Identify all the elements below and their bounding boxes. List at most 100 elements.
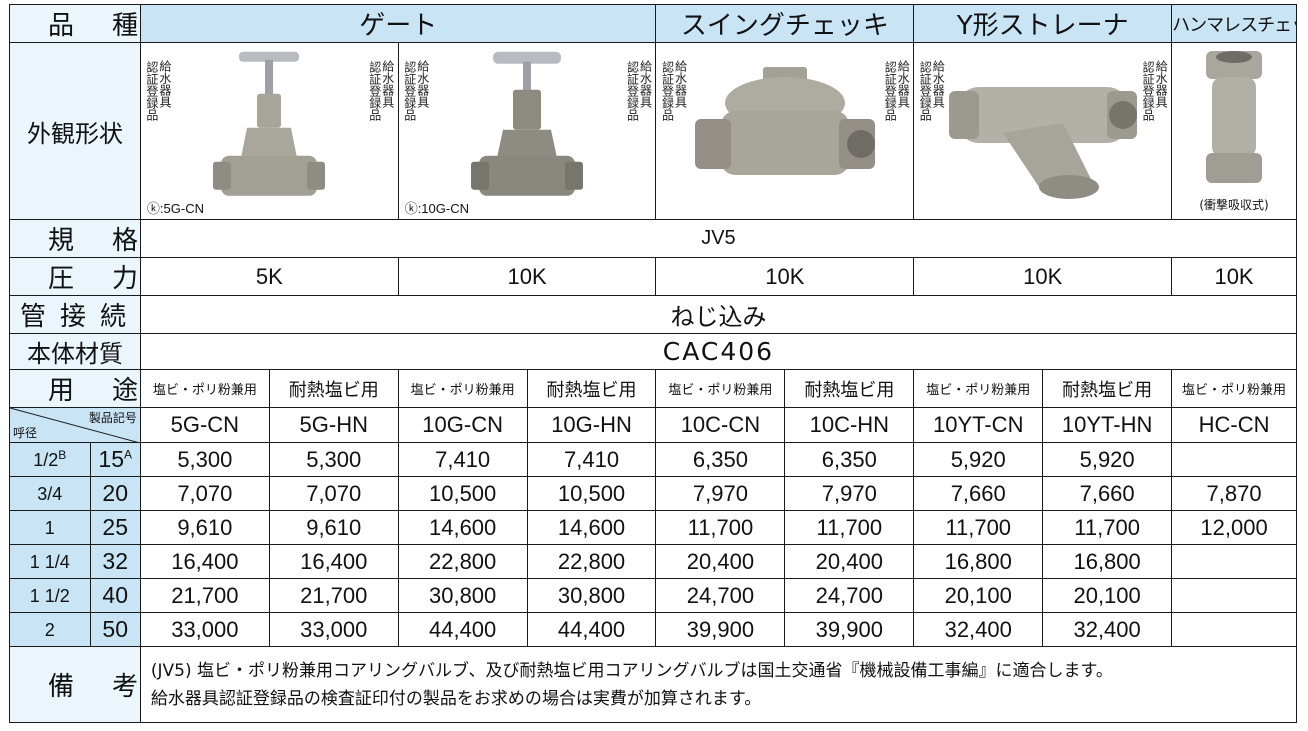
price-cell: 20,400 xyxy=(655,544,786,579)
valve-spec-table-wrapper: 品種 ゲート スイングチェッキ Y形ストレーナ ハンマレスチェッキ 外観形状 給… xyxy=(9,4,1298,723)
size-mm: 15A xyxy=(89,442,141,477)
price-cell: 21,700 xyxy=(268,578,399,613)
usage-cell: 塩ビ・ポリ粉兼用 xyxy=(1171,369,1297,408)
product-code: 10C-HN xyxy=(784,407,915,443)
pressure-gate-5k: 5K xyxy=(139,257,399,296)
size-inch: 1 1/2 xyxy=(9,578,91,613)
price-cell xyxy=(1171,578,1297,613)
price-cell: 20,100 xyxy=(913,578,1044,613)
price-cell: 10,500 xyxy=(526,476,657,511)
remarks-text: (JV5) 塩ビ・ポリ粉兼用コアリングバルブ、及び耐熱塩ビ用コアリングバルブは国… xyxy=(139,646,1298,723)
price-row: 3/4 20 7,070 7,070 10,500 10,500 7,970 7… xyxy=(9,476,1297,511)
kind-label: 品種 xyxy=(9,4,141,43)
usage-cell: 耐熱塩ビ用 xyxy=(268,369,399,408)
kind-hammerless-check: ハンマレスチェッキ xyxy=(1171,4,1297,43)
pressure-row: 圧力 5K 10K 10K 10K 10K xyxy=(9,257,1297,296)
price-cell: 22,800 xyxy=(397,544,528,579)
price-cell: 7,410 xyxy=(397,442,528,477)
gate-5k-model-note: ⓚ:5G-CN xyxy=(146,201,204,216)
product-code: 10YT-CN xyxy=(913,407,1044,443)
remarks-line-1: (JV5) 塩ビ・ポリ粉兼用コアリングバルブ、及び耐熱塩ビ用コアリングバルブは国… xyxy=(150,660,1113,681)
size-inch: 2 xyxy=(9,612,91,647)
cert-label-left: 給水器具認証登録品 xyxy=(918,60,946,121)
size-inch: 1 1/4 xyxy=(9,544,91,579)
usage-row: 用途 塩ビ・ポリ粉兼用 耐熱塩ビ用 塩ビ・ポリ粉兼用 耐熱塩ビ用 塩ビ・ポリ粉兼… xyxy=(9,369,1297,408)
pressure-y-strainer: 10K xyxy=(913,257,1173,296)
price-cell: 11,700 xyxy=(784,510,915,545)
cert-label-left: 給水器具認証登録品 xyxy=(402,60,430,121)
nominal-label: 呼径 xyxy=(13,426,38,440)
usage-cell: 耐熱塩ビ用 xyxy=(784,369,915,408)
price-cell: 16,800 xyxy=(1042,544,1173,579)
price-row: 1/2B 15A 5,300 5,300 7,410 7,410 6,350 6… xyxy=(9,442,1297,477)
price-row: 1 1/4 32 16,400 16,400 22,800 22,800 20,… xyxy=(9,544,1297,579)
gate-10k-model-note: ⓚ:10G-CN xyxy=(404,201,469,216)
usage-cell: 塩ビ・ポリ粉兼用 xyxy=(913,369,1044,408)
price-cell: 44,400 xyxy=(526,612,657,647)
usage-cell: 塩ビ・ポリ粉兼用 xyxy=(397,369,528,408)
hammerless-check-image-cell: (衝撃吸収式) xyxy=(1171,42,1297,220)
product-code: 5G-CN xyxy=(139,407,270,443)
price-cell: 24,700 xyxy=(784,578,915,613)
standard-value: JV5 xyxy=(139,219,1298,258)
price-cell xyxy=(1171,442,1297,477)
product-code-row: 製品記号 呼径 5G-CN 5G-HN 10G-CN 10G-HN 10C-CN… xyxy=(9,407,1297,443)
price-cell: 33,000 xyxy=(268,612,399,647)
usage-label: 用途 xyxy=(9,369,141,408)
price-cell: 14,600 xyxy=(526,510,657,545)
price-cell: 11,700 xyxy=(1042,510,1173,545)
product-code: 5G-HN xyxy=(268,407,399,443)
price-cell: 30,800 xyxy=(397,578,528,613)
cert-label-right: 給水器具認証登録品 xyxy=(367,60,395,121)
standard-label: 規格 xyxy=(9,219,141,258)
connection-value: ねじ込み xyxy=(139,295,1298,334)
price-cell: 12,000 xyxy=(1171,510,1297,545)
size-mm: 50 xyxy=(89,612,141,647)
price-cell: 32,400 xyxy=(913,612,1044,647)
gate-valve-5k-image xyxy=(213,51,326,196)
size-inch: 3/4 xyxy=(9,476,91,511)
appearance-row: 外観形状 給水器具認証登録品 給水器具認証登録品 ⓚ:5G-CN 給水器具認証登… xyxy=(9,42,1297,220)
price-cell: 33,000 xyxy=(139,612,270,647)
remarks-label: 備考 xyxy=(9,646,141,723)
price-cell: 24,700 xyxy=(655,578,786,613)
price-cell: 22,800 xyxy=(526,544,657,579)
size-mm: 40 xyxy=(89,578,141,613)
size-inch: 1 xyxy=(9,510,91,545)
remarks-row: 備考 (JV5) 塩ビ・ポリ粉兼用コアリングバルブ、及び耐熱塩ビ用コアリングバル… xyxy=(9,646,1298,723)
connection-label: 管接続 xyxy=(9,295,141,334)
connection-row: 管接続 ねじ込み xyxy=(9,295,1298,334)
price-cell: 21,700 xyxy=(139,578,270,613)
hammerless-check-valve-image xyxy=(1206,51,1263,183)
price-cell: 5,300 xyxy=(268,442,399,477)
kind-row: 品種 ゲート スイングチェッキ Y形ストレーナ ハンマレスチェッキ xyxy=(9,4,1297,43)
price-cell: 5,300 xyxy=(139,442,270,477)
product-code: 10YT-HN xyxy=(1042,407,1173,443)
price-row: 2 50 33,000 33,000 44,400 44,400 39,900 … xyxy=(9,612,1297,647)
kind-gate: ゲート xyxy=(139,4,657,43)
kind-y-strainer: Y形ストレーナ xyxy=(913,4,1173,43)
diagonal-divider xyxy=(10,408,137,442)
price-cell: 39,900 xyxy=(655,612,786,647)
price-cell: 7,070 xyxy=(139,476,270,511)
cert-label-right: 給水器具認証登録品 xyxy=(883,60,911,121)
price-cell: 7,970 xyxy=(655,476,786,511)
gate-valve-10k-image xyxy=(471,51,584,196)
usage-cell: 耐熱塩ビ用 xyxy=(526,369,657,408)
pressure-label: 圧力 xyxy=(9,257,141,296)
cert-label-right: 給水器具認証登録品 xyxy=(1141,60,1169,121)
price-cell: 11,700 xyxy=(913,510,1044,545)
cert-label-left: 給水器具認証登録品 xyxy=(660,60,688,121)
price-cell: 9,610 xyxy=(139,510,270,545)
size-mm: 25 xyxy=(89,510,141,545)
price-cell: 32,400 xyxy=(1042,612,1173,647)
gate-10k-image-cell: 給水器具認証登録品 給水器具認証登録品 ⓚ:10G-CN xyxy=(397,42,657,220)
gate-5k-image-cell: 給水器具認証登録品 給水器具認証登録品 ⓚ:5G-CN xyxy=(139,42,399,220)
usage-cell: 耐熱塩ビ用 xyxy=(1042,369,1173,408)
price-cell: 7,870 xyxy=(1171,476,1297,511)
product-code: HC-CN xyxy=(1171,407,1297,443)
price-cell: 44,400 xyxy=(397,612,528,647)
price-cell: 5,920 xyxy=(913,442,1044,477)
price-row: 1 1/2 40 21,700 21,700 30,800 30,800 24,… xyxy=(9,578,1297,613)
price-cell: 16,400 xyxy=(139,544,270,579)
